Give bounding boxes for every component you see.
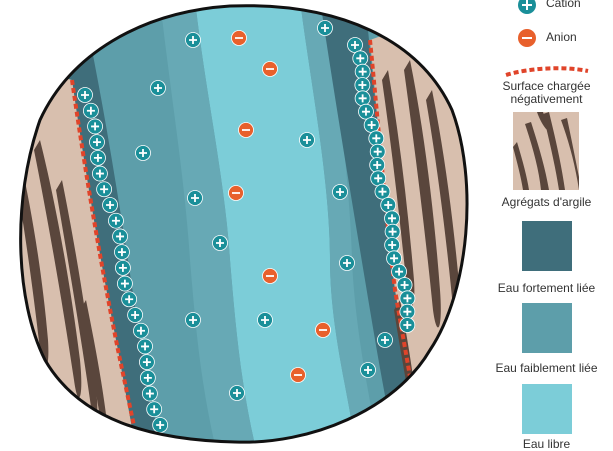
- legend-strongly-bound-water-swatch: [522, 221, 572, 271]
- cation-icon: [151, 81, 166, 96]
- cation-icon: [136, 146, 151, 161]
- legend-clay-aggregate-label: Agrégats d'argile: [480, 196, 613, 209]
- legend: Cation Anion Surface chargée négativemen…: [480, 0, 613, 445]
- anion-icon: [263, 269, 278, 284]
- legend-cation-icon: [516, 0, 538, 16]
- diagram-svg: [0, 0, 480, 445]
- cation-icon: [186, 313, 201, 328]
- cation-icon: [128, 308, 143, 323]
- cation-icon: [358, 104, 373, 119]
- cation-icon: [340, 256, 355, 271]
- cation-icon: [364, 118, 379, 133]
- cation-icon: [114, 245, 129, 260]
- legend-weakly-bound-water-label: Eau faiblement liée: [480, 362, 613, 375]
- cation-icon: [153, 418, 168, 433]
- cation-icon: [138, 339, 153, 354]
- cation-icon: [370, 158, 385, 173]
- cation-icon: [83, 103, 98, 118]
- cation-icon: [92, 166, 107, 181]
- cation-icon: [385, 211, 400, 226]
- cation-icon: [371, 171, 386, 186]
- cation-icon: [258, 313, 273, 328]
- cation-icon: [385, 224, 400, 239]
- legend-charged-surface-icon: [504, 64, 590, 78]
- cation-icon: [355, 64, 370, 79]
- anion-icon: [291, 368, 306, 383]
- legend-strongly-bound-water-label: Eau fortement liée: [480, 282, 613, 295]
- cation-icon: [387, 251, 402, 266]
- cation-icon: [113, 229, 128, 244]
- cation-icon: [117, 276, 132, 291]
- legend-clay-aggregate-swatch: [513, 112, 579, 190]
- legend-cation-label: Cation: [546, 0, 581, 10]
- cation-icon: [392, 264, 407, 279]
- cation-icon: [397, 278, 412, 293]
- cation-icon: [186, 33, 201, 48]
- cation-icon: [230, 386, 245, 401]
- cation-icon: [348, 38, 363, 53]
- legend-anion-label: Anion: [546, 30, 577, 44]
- cation-icon: [361, 363, 376, 378]
- cation-icon: [188, 191, 203, 206]
- cation-icon: [355, 91, 370, 106]
- legend-free-water-swatch: [522, 384, 572, 434]
- cation-icon: [400, 291, 415, 306]
- cation-icon: [89, 135, 104, 150]
- legend-weakly-bound-water-swatch: [522, 303, 572, 353]
- anion-icon: [316, 323, 331, 338]
- cation-icon: [333, 185, 348, 200]
- cation-icon: [90, 150, 105, 165]
- cation-icon: [78, 88, 93, 103]
- cation-icon: [400, 318, 415, 333]
- cation-icon: [147, 402, 162, 417]
- anion-icon: [229, 186, 244, 201]
- cation-icon: [353, 51, 368, 66]
- cation-icon: [370, 144, 385, 159]
- anion-icon: [239, 123, 254, 138]
- cation-icon: [375, 184, 390, 199]
- legend-anion-icon: [516, 27, 538, 49]
- cation-icon: [139, 355, 154, 370]
- cation-icon: [108, 213, 123, 228]
- cation-icon: [88, 119, 103, 134]
- cation-icon: [369, 131, 384, 146]
- anion-icon: [263, 62, 278, 77]
- cation-icon: [400, 304, 415, 319]
- cation-icon: [122, 292, 137, 307]
- legend-charged-surface-label: Surface chargée négativement: [480, 80, 613, 106]
- cation-icon: [318, 21, 333, 36]
- cation-icon: [300, 133, 315, 148]
- cation-icon: [142, 386, 157, 401]
- cation-icon: [213, 236, 228, 251]
- cation-icon: [378, 333, 393, 348]
- cation-icon: [140, 370, 155, 385]
- cation-icon: [97, 182, 112, 197]
- soil-water-diagram: [0, 0, 480, 445]
- cation-icon: [103, 198, 118, 213]
- cation-icon: [355, 78, 370, 93]
- cation-icon: [115, 260, 130, 275]
- cation-icon: [385, 238, 400, 253]
- anion-icon: [232, 31, 247, 46]
- cation-icon: [133, 323, 148, 338]
- cation-icon: [381, 198, 396, 213]
